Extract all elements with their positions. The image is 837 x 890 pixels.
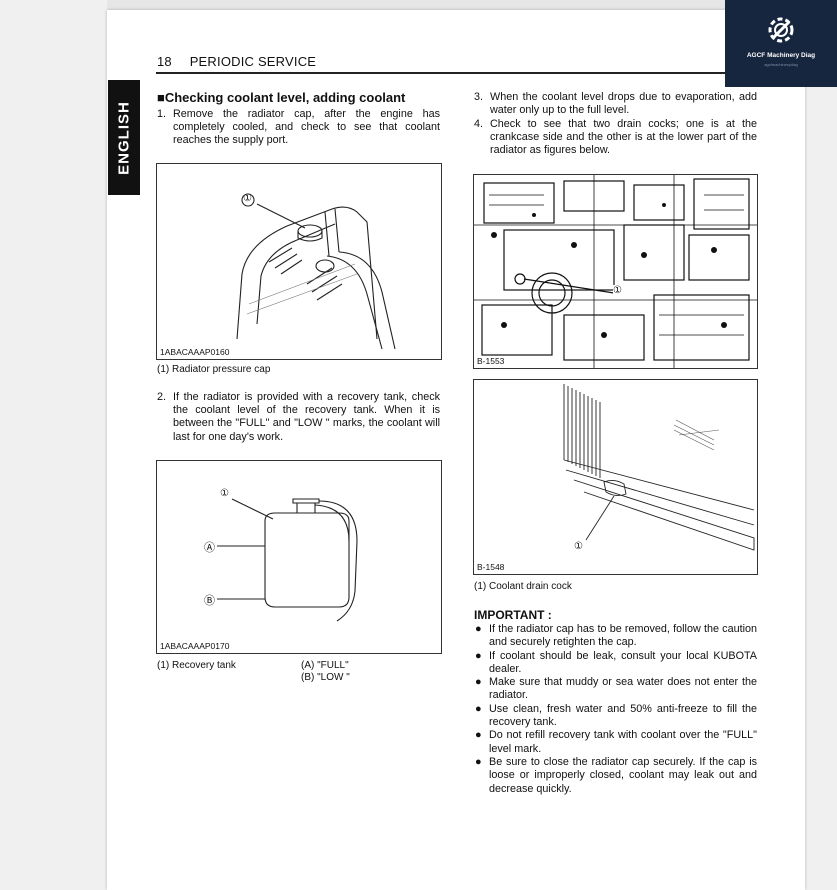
callout-1: ①	[243, 193, 252, 204]
callout-1: ①	[220, 488, 229, 499]
important-text: Be sure to close the radiator cap secure…	[489, 755, 757, 795]
language-label: ENGLISH	[115, 100, 133, 175]
logo-tagline: agcfmachinerydiag	[764, 62, 798, 67]
step-number: 2.	[157, 391, 167, 403]
step-3: 3. When the coolant level drops due to e…	[474, 91, 757, 117]
bullet-icon: ●	[475, 649, 482, 662]
important-item: ● If coolant should be leak, consult your…	[474, 650, 757, 677]
important-text: Make sure that muddy or sea water does n…	[489, 676, 757, 702]
bullet-icon: ●	[475, 729, 482, 742]
step-text: Check to see that two drain cocks; one i…	[490, 118, 757, 157]
important-text: Do not refill recovery tank with coolant…	[489, 729, 757, 755]
figure-caption: (1) Radiator pressure cap	[157, 364, 271, 375]
important-item: ● Make sure that muddy or sea water does …	[474, 676, 757, 703]
page-number: 18	[157, 54, 172, 69]
label-full: (A) "FULL"	[301, 660, 349, 671]
label-low: (B) "LOW "	[301, 672, 350, 683]
bullet-icon: ●	[475, 676, 482, 689]
drain-cock-illustration	[563, 384, 755, 551]
important-item: ● If the radiator cap has to be removed, …	[474, 623, 757, 650]
figure-code: B-1548	[477, 562, 505, 572]
important-item: ● Do not refill recovery tank with coolan…	[474, 729, 757, 756]
viewer-top-strip	[107, 0, 805, 10]
important-text: Use clean, fresh water and 50% anti-free…	[489, 702, 757, 729]
section-title: ■Checking coolant level, adding coolant	[157, 90, 406, 105]
step-2: 2. If the radiator is provided with a re…	[157, 391, 440, 444]
gear-wrench-icon	[768, 17, 794, 43]
important-item: ● Use clean, fresh water and 50% anti-fre…	[474, 703, 757, 730]
figure-code: 1ABACAAAP0160	[160, 347, 230, 357]
page-header: 18 PERIODIC SERVICE	[157, 54, 316, 69]
recovery-tank-illustration	[217, 498, 358, 622]
figure-recovery-tank: ① Ⓐ Ⓑ 1ABACAAAP0170	[156, 460, 442, 654]
figure-code: 1ABACAAAP0170	[160, 641, 230, 651]
bullet-icon: ●	[475, 623, 482, 635]
bullet-icon: ●	[475, 755, 482, 768]
step-text: If the radiator is provided with a recov…	[173, 391, 440, 443]
step-number: 1.	[157, 108, 167, 120]
callout-1: ①	[574, 541, 583, 552]
figure-engine-drain: ① B-1553	[473, 174, 758, 369]
important-title: IMPORTANT :	[474, 608, 552, 622]
step-number: 3.	[474, 91, 484, 103]
step-text: When the coolant level drops due to evap…	[490, 91, 757, 117]
step-4: 4. Check to see that two drain cocks; on…	[474, 118, 757, 158]
callout-a: Ⓐ	[204, 542, 215, 554]
language-tab: ENGLISH	[108, 80, 140, 195]
logo-name: AGCF Machinery Diag	[746, 52, 816, 59]
important-item: ● Be sure to close the radiator cap secur…	[474, 756, 757, 796]
figure-radiator-drain: ① B-1548	[473, 379, 758, 575]
important-text: If the radiator cap has to be removed, f…	[489, 623, 757, 649]
callout-b: Ⓑ	[204, 595, 215, 607]
important-list: ● If the radiator cap has to be removed, …	[474, 623, 757, 796]
callout-1: ①	[613, 285, 622, 296]
step-1: 1. Remove the radiator cap, after the en…	[157, 108, 440, 148]
step-text: Remove the radiator cap, after the engin…	[173, 108, 440, 147]
figure-radiator-cap: ① 1ABACAAAP0160	[156, 163, 442, 360]
brand-logo: AGCF Machinery Diag agcfmachinerydiag	[725, 0, 837, 87]
figure-code: B-1553	[477, 356, 505, 366]
step-number: 4.	[474, 118, 484, 130]
header-rule	[156, 72, 726, 74]
figure-caption: (1) Recovery tank	[157, 660, 236, 671]
important-text: If coolant should be leak, consult your …	[489, 649, 757, 675]
radiator-illustration	[236, 193, 396, 350]
engine-illustration	[474, 175, 757, 368]
figure-caption: (1) Coolant drain cock	[474, 581, 572, 592]
section-header: PERIODIC SERVICE	[189, 54, 317, 69]
bullet-icon: ●	[475, 702, 482, 715]
